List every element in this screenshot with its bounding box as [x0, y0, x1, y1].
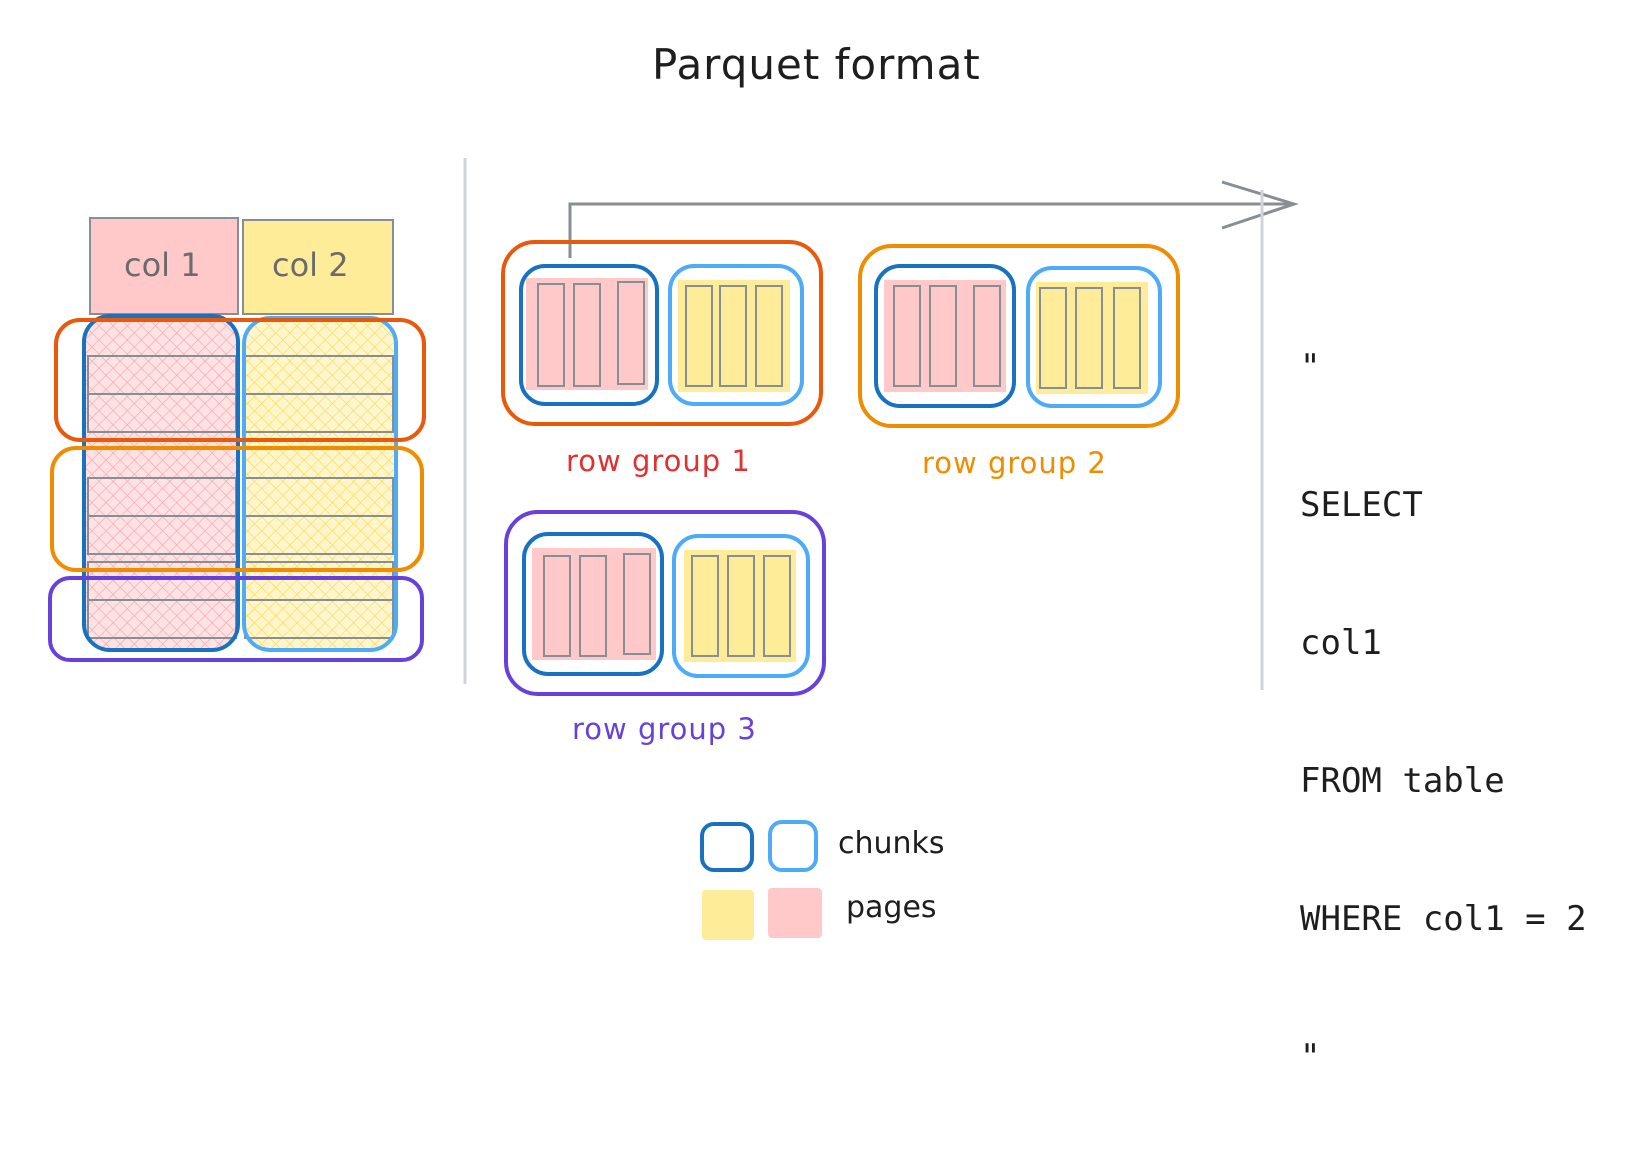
page-pink-icon [768, 888, 822, 938]
rowgroup1-chunk1 [519, 264, 659, 406]
col2-header-box [242, 219, 394, 315]
sql-query: " SELECT col1 FROM table WHERE col1 = 2 … [1300, 252, 1587, 1172]
query-line: WHERE col1 = 2 [1300, 899, 1587, 939]
rowgroup3-chunk2 [672, 534, 810, 678]
col1-header-box [89, 217, 239, 315]
rowgroup2-chunk1 [874, 264, 1016, 408]
query-line: " [1300, 1037, 1321, 1077]
legend-pages-label: pages [846, 890, 937, 925]
query-line: col1 [1300, 623, 1382, 663]
rowgroup3-label: row group 3 [572, 712, 757, 746]
parquet-diagram: Parquet format col 1 col 2 row group 1 r… [48, 40, 1587, 1077]
rowgroup1-outline [54, 318, 426, 442]
legend [700, 820, 822, 940]
col1-chunk-outline [82, 314, 240, 652]
query-line: SELECT [1300, 485, 1423, 525]
col2-body [243, 318, 395, 648]
rowgroup1-label: row group 1 [566, 444, 751, 478]
legend-chunks-label: chunks [838, 826, 945, 861]
rowgroup1-box [501, 240, 823, 426]
rowgroup2-box [858, 244, 1180, 428]
scan-arrow-line [568, 202, 1292, 258]
rowgroup3-chunk1 [522, 532, 664, 676]
rowgroup-view [501, 180, 1299, 696]
rowgroup2-label: row group 2 [922, 446, 1107, 480]
rowgroup3-box [504, 510, 826, 696]
diagram-canvas [48, 158, 1299, 940]
rowgroup3-outline [48, 576, 424, 662]
query-line: " [1300, 347, 1321, 387]
rowgroup2-outline [50, 446, 424, 572]
col1-header-label: col 1 [124, 246, 201, 284]
page-yellow-icon [702, 890, 754, 940]
chunk-dark-icon [700, 822, 754, 872]
diagram-title: Parquet format [652, 40, 981, 89]
arrow-right-icon [1221, 180, 1299, 230]
chunk-light-icon [768, 820, 818, 872]
query-line: FROM table [1300, 761, 1505, 801]
rowgroup1-chunk2 [668, 264, 804, 406]
col2-header-label: col 2 [272, 246, 349, 284]
col1-body [86, 318, 238, 648]
rowgroup2-chunk2 [1026, 266, 1162, 408]
table-view [48, 217, 426, 662]
